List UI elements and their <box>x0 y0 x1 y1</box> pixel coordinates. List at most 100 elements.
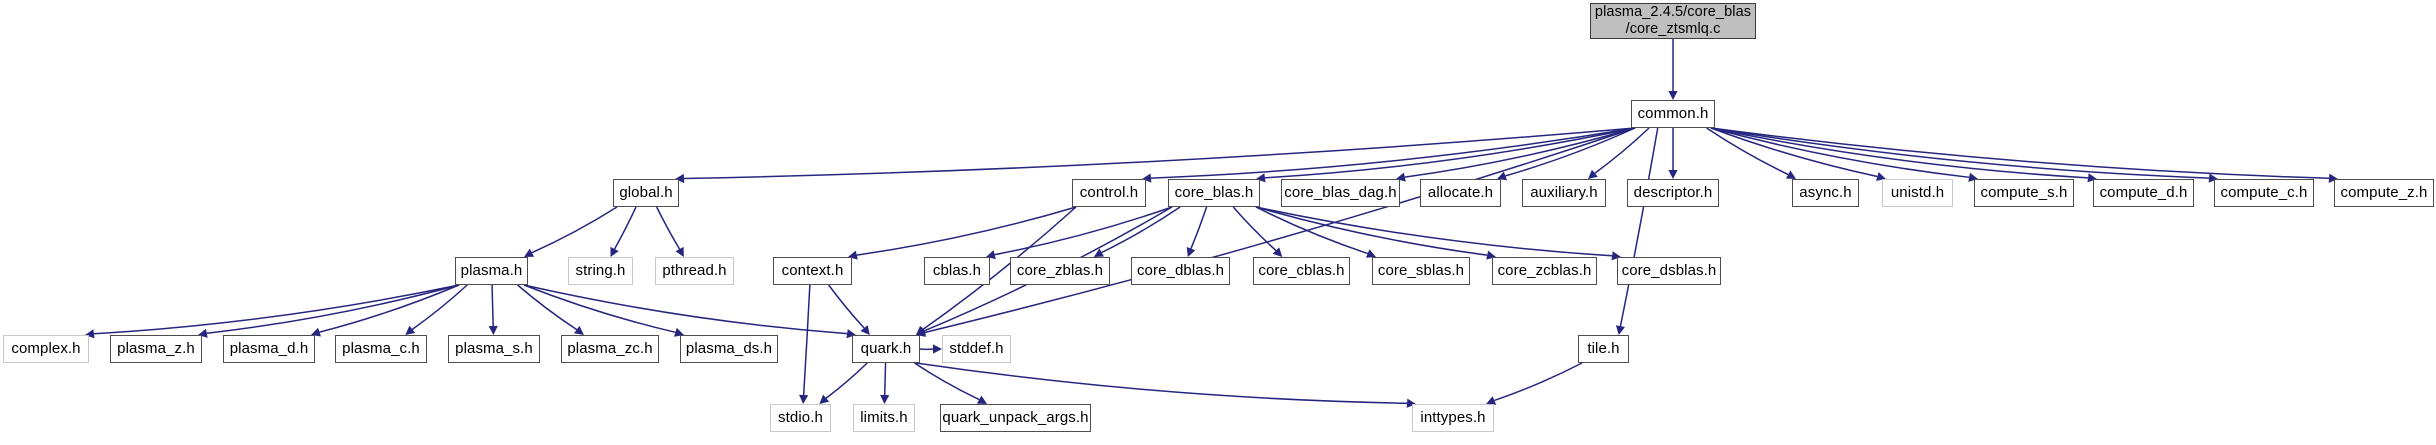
arrowhead-common-to-compute_d <box>2087 173 2097 183</box>
arrowhead-core_blas-to-core_cblas <box>1272 247 1283 257</box>
arrowhead-quark-to-inttypes <box>1406 398 1416 408</box>
arrowhead-common-to-core_blas <box>1256 173 1266 183</box>
edge-plasma-to-complex <box>93 284 460 335</box>
edge-control-to-quark <box>922 206 1077 330</box>
edge-common-to-allocate <box>1505 127 1636 177</box>
edge-context-to-stdio <box>802 284 811 396</box>
edge-common-to-core_blas <box>1264 127 1636 179</box>
arrowhead-quark-to-quark_unpack_args <box>976 395 988 404</box>
graph-node-stddef[interactable]: stddef.h <box>942 335 1011 363</box>
edge-core_blas-to-core_cblas <box>1232 206 1277 252</box>
arrowhead-context-to-quark <box>860 325 870 335</box>
graph-node-plasma_zc[interactable]: plasma_zc.h <box>561 335 659 363</box>
graph-node-compute_d[interactable]: compute_d.h <box>2093 179 2194 207</box>
graph-node-core_dsblas[interactable]: core_dsblas.h <box>1617 257 1721 285</box>
edge-plasma-to-plasma_ds <box>523 284 676 334</box>
graph-node-inttypes[interactable]: inttypes.h <box>1412 404 1494 432</box>
graph-node-core_blas_dag[interactable]: core_blas_dag.h <box>1281 179 1400 207</box>
arrowhead-plasma-to-quark <box>846 329 856 339</box>
graph-node-context[interactable]: context.h <box>773 257 852 285</box>
graph-node-quark[interactable]: quark.h <box>852 335 920 363</box>
arrowhead-common-to-global <box>675 173 685 184</box>
edge-plasma-to-plasma_c <box>411 284 468 330</box>
graph-node-control[interactable]: control.h <box>1072 179 1146 207</box>
edge-plasma-to-plasma_zc <box>517 284 578 331</box>
arrowhead-context-to-stdio <box>799 394 809 404</box>
arrowhead-core_blas-to-core_zblas <box>1093 248 1104 257</box>
graph-node-pthread[interactable]: pthread.h <box>655 257 734 285</box>
graph-node-complex[interactable]: complex.h <box>3 335 89 363</box>
graph-node-core_dblas[interactable]: core_dblas.h <box>1131 257 1230 285</box>
graph-node-compute_s[interactable]: compute_s.h <box>1974 179 2074 207</box>
graph-node-allocate[interactable]: allocate.h <box>1420 179 1501 207</box>
arrowhead-quark-to-limits <box>880 394 890 404</box>
graph-node-plasma_d[interactable]: plasma_d.h <box>223 335 315 363</box>
graph-node-limits[interactable]: limits.h <box>853 404 915 432</box>
edge-global-to-pthread <box>655 206 681 250</box>
graph-node-string[interactable]: string.h <box>568 257 633 285</box>
edge-core_blas-to-cblas <box>994 206 1173 256</box>
edge-global-to-plasma <box>531 206 618 254</box>
arrowhead-common-to-descriptor <box>1668 170 1678 179</box>
graph-node-core_blas[interactable]: core_blas.h <box>1168 179 1260 207</box>
edge-core_blas-to-core_dblas <box>1190 206 1208 249</box>
arrowhead-common-to-allocate <box>1497 171 1508 181</box>
edge-core_blas-to-core_zblas <box>1101 206 1181 254</box>
graph-node-cblas[interactable]: cblas.h <box>924 257 990 285</box>
arrowhead-common-to-control <box>1142 173 1152 183</box>
graph-node-plasma[interactable]: plasma.h <box>455 257 528 285</box>
edge-core_blas-to-core_zcblas <box>1255 206 1488 256</box>
edge-common-to-compute_c <box>1710 127 2210 179</box>
edge-quark-to-limits <box>883 362 887 396</box>
arrowhead-global-to-string <box>610 246 619 257</box>
graph-node-core_zblas[interactable]: core_zblas.h <box>1010 257 1110 285</box>
edge-plasma-to-quark <box>523 284 848 335</box>
edge-common-to-core_blas_dag <box>1404 127 1636 178</box>
graph-node-core_cblas[interactable]: core_cblas.h <box>1253 257 1350 285</box>
graph-node-tile[interactable]: tile.h <box>1578 335 1629 363</box>
arrowhead-common-to-async <box>1785 170 1796 179</box>
edge-common-to-async <box>1706 127 1789 176</box>
arrowhead-common-to-auxiliary <box>1587 169 1598 179</box>
arrowhead-core_blas-to-cblas <box>986 250 996 260</box>
graph-node-common[interactable]: common.h <box>1631 100 1715 128</box>
graph-node-async[interactable]: async.h <box>1792 179 1859 207</box>
graph-node-stdio[interactable]: stdio.h <box>770 404 831 432</box>
edge-plasma-to-plasma_d <box>319 284 460 333</box>
edge-common-to-compute_d <box>1710 127 2089 179</box>
graph-node-core_sblas[interactable]: core_sblas.h <box>1372 257 1470 285</box>
edge-plasma-to-plasma_s <box>491 284 494 327</box>
graph-node-plasma_s[interactable]: plasma_s.h <box>448 335 540 363</box>
edge-common-to-compute_z <box>1710 127 2330 180</box>
graph-node-unistd[interactable]: unistd.h <box>1882 179 1953 207</box>
arrowhead-plasma-to-plasma_zc <box>573 325 584 335</box>
arrowhead-plasma-to-plasma_c <box>405 325 416 335</box>
graph-node-global[interactable]: global.h <box>613 179 679 207</box>
edge-core_blas-to-core_sblas <box>1255 206 1368 255</box>
arrowhead-plasma-to-plasma_d <box>311 327 321 337</box>
graph-node-auxiliary[interactable]: auxiliary.h <box>1522 179 1606 207</box>
arrowhead-quark-to-stddef <box>933 344 942 354</box>
edge-common-to-quark <box>924 127 1636 334</box>
graph-node-plasma_z[interactable]: plasma_z.h <box>110 335 202 363</box>
graph-node-plasma_ds[interactable]: plasma_ds.h <box>680 335 778 363</box>
graph-node-core_zcblas[interactable]: core_zcblas.h <box>1492 257 1597 285</box>
graph-node-root[interactable]: plasma_2.4.5/core_blas /core_ztsmlq.c <box>1590 3 1756 39</box>
arrowhead-tile-to-inttypes <box>1486 396 1497 405</box>
edge-common-to-global <box>683 127 1636 180</box>
graph-node-compute_c[interactable]: compute_c.h <box>2214 179 2314 207</box>
edge-control-to-context <box>856 206 1077 256</box>
edge-quark-to-quark_unpack_args <box>914 362 980 401</box>
arrowhead-core_blas-to-core_dsblas <box>1611 251 1621 261</box>
arrowhead-global-to-plasma <box>524 248 535 257</box>
graph-node-descriptor[interactable]: descriptor.h <box>1627 179 1719 207</box>
graph-node-plasma_c[interactable]: plasma_c.h <box>335 335 427 363</box>
graph-node-quark_unpack_args[interactable]: quark_unpack_args.h <box>940 404 1091 432</box>
arrowhead-root-to-common <box>1668 91 1678 100</box>
arrowhead-core_blas-to-quark <box>916 326 927 336</box>
edge-plasma-to-plasma_z <box>206 284 460 335</box>
graph-node-compute_z[interactable]: compute_z.h <box>2334 179 2434 207</box>
edge-common-to-tile <box>1619 127 1659 327</box>
